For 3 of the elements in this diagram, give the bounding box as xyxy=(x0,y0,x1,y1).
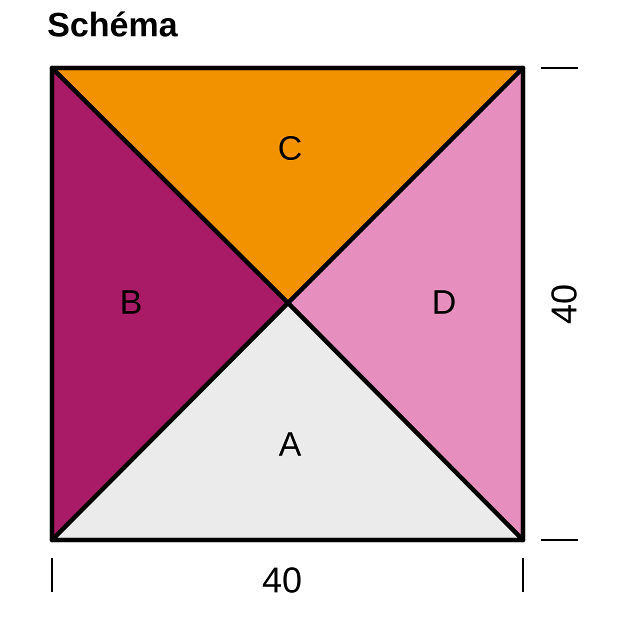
dimension-label: 40 xyxy=(551,285,577,324)
title: Schéma xyxy=(48,11,178,37)
dimension-label: 40 xyxy=(262,567,301,593)
